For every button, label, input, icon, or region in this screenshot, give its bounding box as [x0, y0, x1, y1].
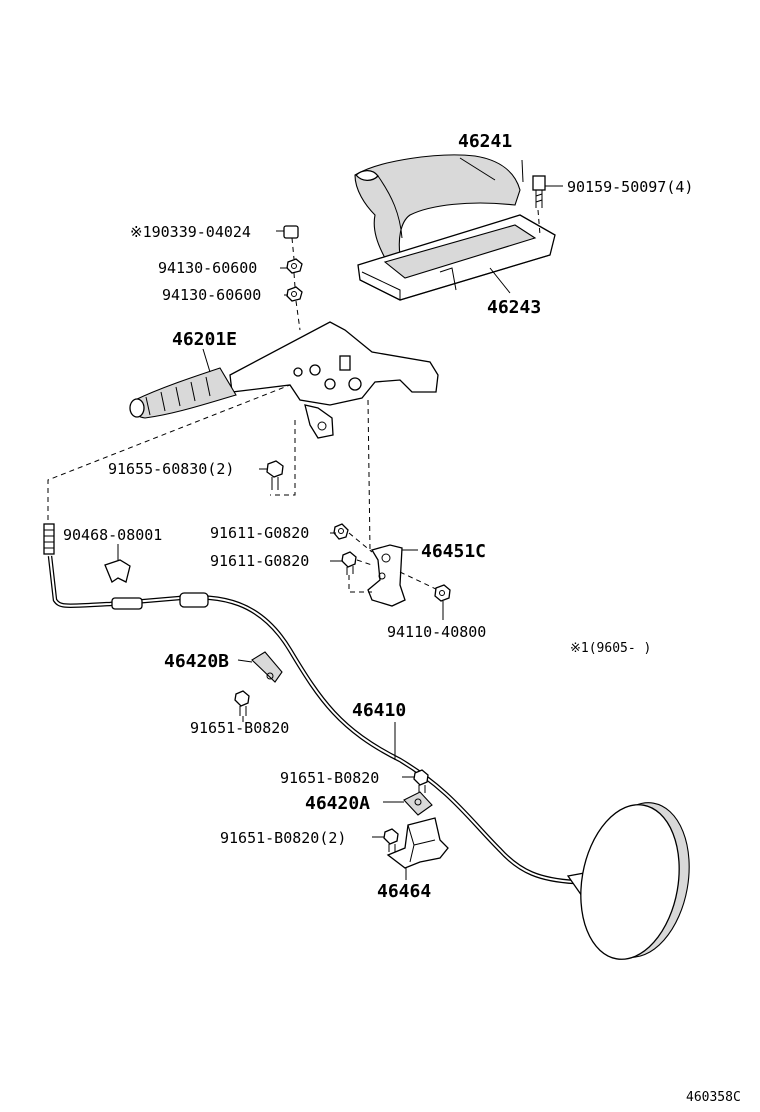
bracket-46464 — [386, 817, 449, 869]
label-91651-B0820-2: 91651-B0820(2) — [220, 829, 346, 847]
clamp-46420A — [403, 791, 433, 816]
bolt-90159 — [532, 175, 546, 208]
label-46410: 46410 — [352, 700, 406, 721]
clip-90468 — [104, 559, 131, 583]
label-46243: 46243 — [487, 297, 541, 318]
console-boot-46243 — [357, 214, 556, 301]
label-46241: 46241 — [458, 131, 512, 152]
label-91651-B0820-a: 91651-B0820 — [190, 719, 289, 737]
bolt-91611-b — [341, 551, 357, 575]
bolt-91651-c — [383, 828, 399, 852]
label-91655-60830: 91655-60830(2) — [108, 460, 234, 478]
label-91611-G0820-b: 91611-G0820 — [210, 552, 309, 570]
label-94110-40800: 94110-40800 — [387, 623, 486, 641]
label-note-9605: ※1(9605- ) — [570, 641, 651, 656]
bolt-91611-a — [333, 523, 349, 540]
label-94130-60600-a: 94130-60600 — [158, 259, 257, 277]
nut-94130-b — [286, 286, 303, 302]
label-46451C: 46451C — [421, 541, 486, 562]
nut-94130-a — [286, 258, 303, 274]
brake-drum — [580, 802, 690, 960]
bolt-91655 — [266, 460, 284, 490]
label-90339-04024: ※190339-04024 — [130, 223, 251, 241]
label-46420A: 46420A — [305, 793, 370, 814]
diagram-code: 460358C — [686, 1090, 741, 1105]
bracket-46451C — [367, 544, 406, 607]
parking-brake-lever-46201E — [129, 321, 439, 439]
label-46201E: 46201E — [172, 329, 237, 350]
clamp-46420B — [251, 651, 283, 683]
nut-94110 — [434, 584, 451, 602]
label-46420B: 46420B — [164, 651, 229, 672]
bolt-91651-b — [413, 769, 429, 793]
cable-end-stud — [43, 523, 55, 555]
label-90159-50097: 90159-50097(4) — [567, 178, 693, 196]
label-90468-08001: 90468-08001 — [63, 526, 162, 544]
bolt-91651-a — [234, 690, 250, 716]
label-91651-B0820-b: 91651-B0820 — [280, 769, 379, 787]
label-94130-60600-b: 94130-60600 — [162, 286, 261, 304]
cap-90339 — [283, 225, 299, 239]
console-cover-46241 — [354, 154, 521, 259]
label-91611-G0820-a: 91611-G0820 — [210, 524, 309, 542]
label-46464: 46464 — [377, 881, 431, 902]
brake-cable-46410 — [47, 555, 656, 921]
